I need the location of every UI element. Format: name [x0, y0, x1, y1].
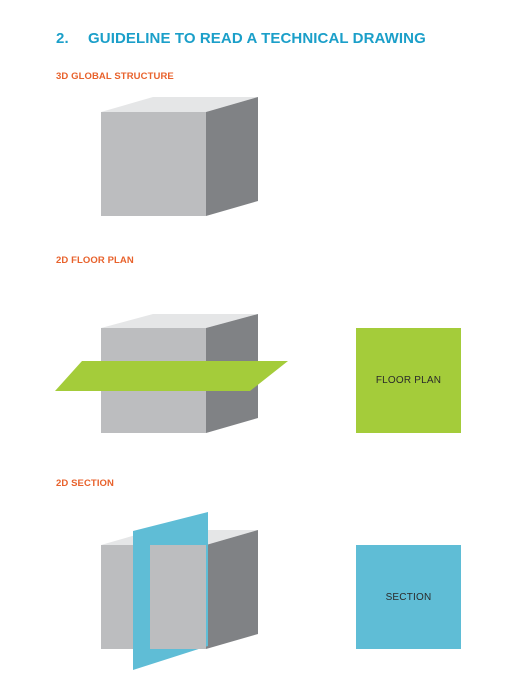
floor-plan-box — [356, 328, 461, 433]
cube-front-face-behind — [150, 545, 206, 649]
floor-plan-label: FLOOR PLAN — [375, 375, 442, 386]
cube-top-face — [101, 314, 258, 328]
cube-section — [101, 512, 258, 670]
heading-title: GUIDELINE TO READ A TECHNICAL DRAWING — [88, 30, 426, 47]
subtitle-2d-section: 2D SECTION — [56, 478, 115, 489]
section-box — [356, 545, 461, 649]
cube-side-face — [206, 530, 258, 649]
subtitle-2d-floor-plan: 2D FLOOR PLAN — [56, 255, 134, 266]
cube-top-face — [101, 97, 258, 112]
cube-floor-plan — [55, 314, 288, 433]
cube-front-face — [101, 112, 206, 216]
cube-3d-global — [101, 97, 258, 216]
heading-number: 2. — [56, 30, 69, 47]
section-label: SECTION — [385, 591, 432, 603]
floor-plan-cutting-plane — [55, 361, 288, 391]
page-heading: 2. GUIDELINE TO READ A TECHNICAL DRAWING — [56, 30, 426, 47]
cube-side-face — [206, 97, 258, 216]
subtitle-3d-global-structure: 3D GLOBAL STRUCTURE — [56, 71, 174, 82]
